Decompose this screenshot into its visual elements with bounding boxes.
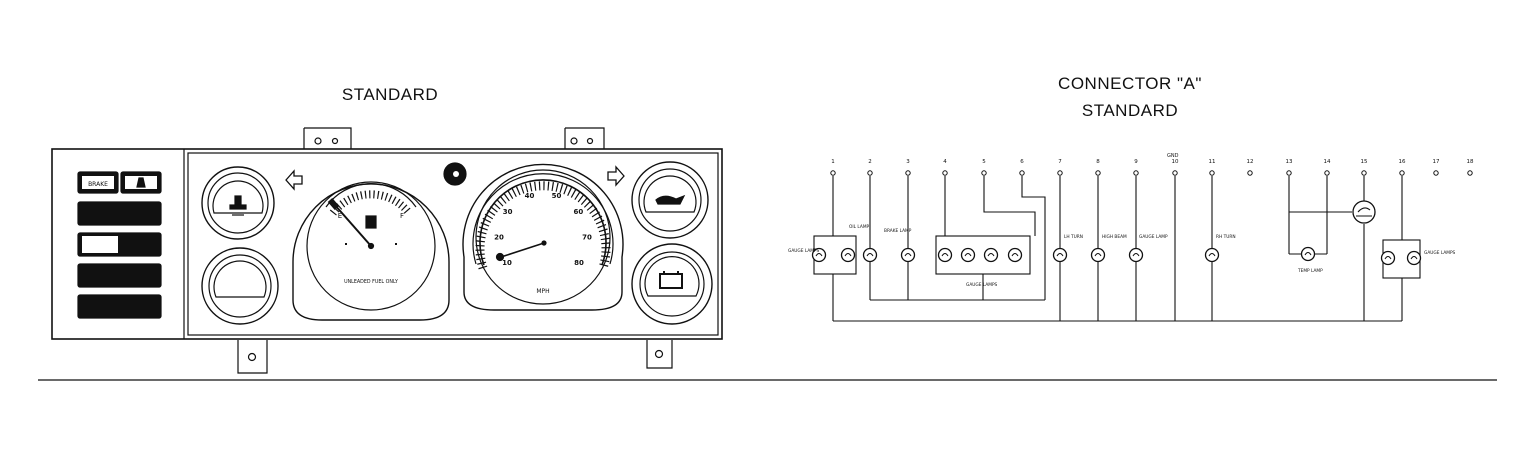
connector-pin-number: 7 xyxy=(1058,159,1062,165)
cluster-title: STANDARD xyxy=(341,85,439,104)
connector-pin-terminal xyxy=(830,170,836,176)
lamp-bulb-icon xyxy=(1204,247,1220,263)
lamp-bulb-icon xyxy=(1052,247,1068,263)
connector-wiring xyxy=(813,176,1421,322)
connector-pin-terminal xyxy=(1172,170,1178,176)
connector-pin-number: 9 xyxy=(1134,159,1138,165)
connector-pin-terminal xyxy=(1324,170,1330,176)
lamp-bulb-icon xyxy=(1380,250,1396,266)
connector-pin-terminals xyxy=(830,170,1473,176)
connector-lamp-symbols xyxy=(811,246,1422,266)
caption-high-beam: HIGH BEAM xyxy=(1102,234,1127,240)
connector-pin-number: 6 xyxy=(1020,159,1024,165)
lamp-bulb-icon xyxy=(1406,250,1422,266)
connector-pin-terminal xyxy=(1399,170,1405,176)
connector-pin-terminal xyxy=(867,170,873,176)
caption-gauge-lamps-left: GAUGE LAMPS xyxy=(788,248,820,254)
fuel-full-label: F xyxy=(400,212,404,220)
connector-pin-terminal xyxy=(1286,170,1292,176)
caption-temp-lamp: TEMP LAMP xyxy=(1297,268,1323,274)
lamp-bulb-icon xyxy=(960,247,976,263)
caption-lh-turn: LH TURN xyxy=(1064,234,1083,240)
connector-pin-terminal xyxy=(1133,170,1139,176)
connector-pin-terminal xyxy=(942,170,948,176)
connector-pin-number: 17 xyxy=(1433,159,1440,165)
lamp-bulb-icon xyxy=(1090,247,1106,263)
lamp-bulb-icon xyxy=(811,247,827,263)
caption-brake-lamp: BRAKE LAMP xyxy=(884,228,912,234)
connector-captions: GAUGE LAMPS OIL LAMP BRAKE LAMP GAUGE LA… xyxy=(788,153,1456,288)
speedo-tick-label: 40 xyxy=(525,192,535,200)
speedo-tick-label: 30 xyxy=(503,208,513,216)
connector-pin-number: 4 xyxy=(943,159,947,165)
connector-pin-terminal xyxy=(1019,170,1025,176)
caption-gauge-lamps-center: GAUGE LAMPS xyxy=(966,282,998,288)
lamp-bulb-icon xyxy=(983,247,999,263)
connector-pin-number: 3 xyxy=(906,159,910,165)
connector-pin-terminal xyxy=(1361,170,1367,176)
lamp-bulb-icon xyxy=(862,247,878,263)
connector-pin-number: 15 xyxy=(1361,159,1368,165)
caption-pin10-gnd: GND xyxy=(1167,153,1179,159)
connector-title-line1: CONNECTOR "A" xyxy=(1058,74,1202,93)
speedo-tick-labels: 10 20 30 40 50 60 70 80 xyxy=(494,192,592,267)
speedo-tick-label: 10 xyxy=(502,259,512,267)
connector-pin-terminal xyxy=(1209,170,1215,176)
speedo-tick-label: 80 xyxy=(574,259,584,267)
lamp-bulb-icon xyxy=(1007,247,1023,263)
speedo-unit-label: MPH xyxy=(536,288,549,295)
connector-pin-number: 1 xyxy=(831,159,835,165)
lamp-bulb-icon xyxy=(840,247,856,263)
connector-pin-number: 11 xyxy=(1209,159,1216,165)
speedo-tick-label: 20 xyxy=(494,234,504,242)
connector-pin-number: 12 xyxy=(1247,159,1254,165)
brake-button-label: BRAKE xyxy=(88,181,108,188)
connector-pin-terminal xyxy=(1433,170,1439,176)
caption-gauge-lamp: GAUGE LAMP xyxy=(1139,234,1168,240)
speedo-tick-label: 60 xyxy=(574,208,584,216)
connector-pin-terminal xyxy=(981,170,987,176)
fuel-empty-label: E xyxy=(338,212,342,220)
connector-pin-terminal xyxy=(1095,170,1101,176)
connector-pin-number: 14 xyxy=(1324,159,1331,165)
connector-pin-number: 16 xyxy=(1399,159,1406,165)
lamp-bulb-icon xyxy=(1128,247,1144,263)
connector-pin-number: 13 xyxy=(1286,159,1293,165)
connector-pin-terminal xyxy=(1467,170,1473,176)
lamp-bulb-icon xyxy=(900,247,916,263)
instrument-cluster xyxy=(51,127,723,374)
connector-title-line2: STANDARD xyxy=(1081,101,1179,120)
connector-pin-number: 2 xyxy=(868,159,872,165)
caption-oil-lamp: OIL LAMP xyxy=(849,224,870,230)
connector-pin-number: 8 xyxy=(1096,159,1100,165)
lamp-bulb-icon xyxy=(937,247,953,263)
connector-pin-terminal xyxy=(1057,170,1063,176)
connector-pin-number: 10 xyxy=(1172,159,1179,165)
speedo-tick-label: 70 xyxy=(582,234,592,242)
connector-pin-terminal xyxy=(1247,170,1253,176)
connector-pin-terminal xyxy=(905,170,911,176)
connector-pin-number: 5 xyxy=(982,159,986,165)
lamp-bulb-icon xyxy=(1300,246,1316,262)
connector-pin-number: 18 xyxy=(1467,159,1474,165)
speedo-tick-label: 50 xyxy=(552,192,562,200)
caption-rh-turn: RH TURN xyxy=(1216,234,1236,240)
caption-gauge-lamps-right: GAUGE LAMPS xyxy=(1424,250,1456,256)
fuel-gauge-label: UNLEADED FUEL ONLY xyxy=(344,279,398,285)
